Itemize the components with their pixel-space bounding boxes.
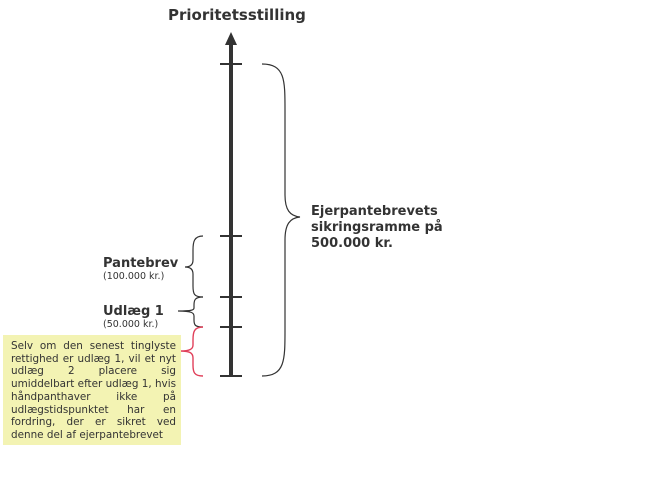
pantebrev-name: Pantebrev (103, 256, 179, 271)
axis-arrow-icon (225, 32, 237, 45)
pantebrev-label: Pantebrev (100.000 kr.) (103, 256, 178, 282)
ejerpantebrev-label: Ejerpantebrevets sikringsramme på 500.00… (311, 204, 443, 251)
priority-axis (220, 32, 242, 377)
udlaeg-name: Udlæg 1 (103, 304, 164, 319)
note-box: Selv om den senest tinglyste rettighed e… (3, 335, 181, 445)
udlaeg-brace (177, 296, 204, 328)
pantebrev-brace (184, 235, 204, 298)
udlaeg2-brace (179, 326, 204, 377)
pantebrev-amount: (100.000 kr.) (103, 271, 165, 282)
diagram-title: Prioritetsstilling (168, 6, 306, 24)
udlaeg-label: Udlæg 1 (50.000 kr.) (103, 304, 164, 330)
udlaeg-amount: (50.000 kr.) (103, 319, 159, 330)
ejerpantebrev-brace (261, 63, 301, 377)
axis-ticks (220, 63, 242, 377)
